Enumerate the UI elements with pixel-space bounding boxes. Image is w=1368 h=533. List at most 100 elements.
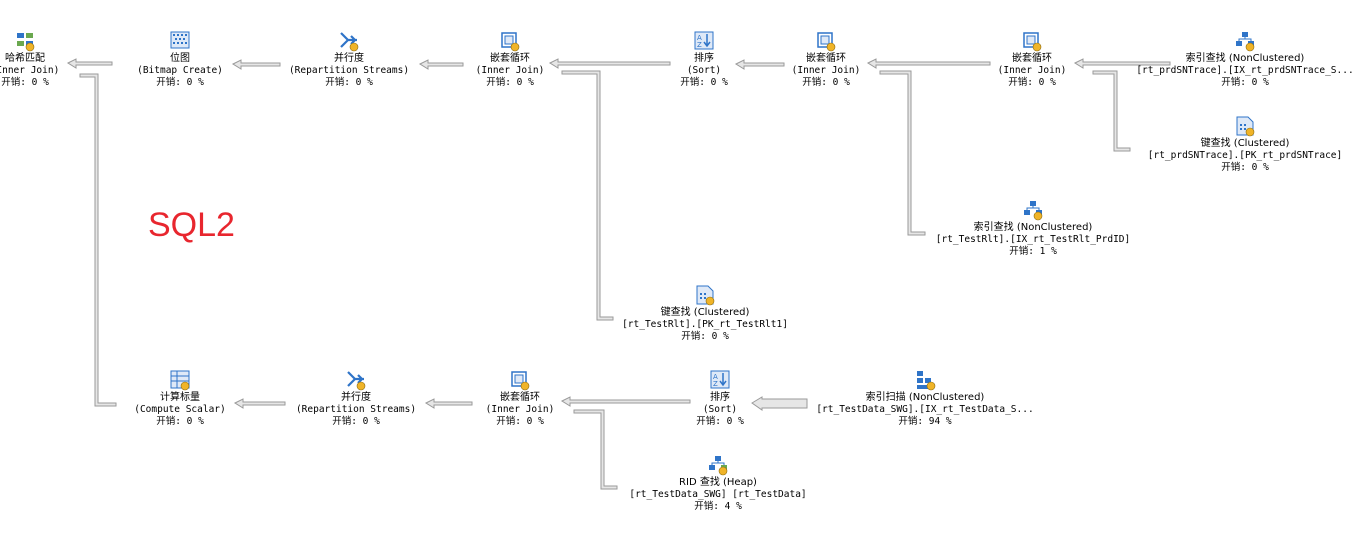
arrow-kl2-to-nl1 <box>561 70 614 321</box>
op-subtitle: [rt_prdSNTrace].[PK_rt_prdSNTrace] <box>1147 150 1343 161</box>
op-subtitle: (Repartition Streams) <box>295 404 417 415</box>
op-subtitle: [rt_TestRlt].[IX_rt_TestRlt_PrdID] <box>935 234 1131 245</box>
op-cost: 开销: 94 % <box>898 416 952 427</box>
op-subtitle: (Inner Join) <box>997 65 1067 76</box>
op-cost: 开销: 0 % <box>156 77 204 88</box>
sql-label: SQL2 <box>148 206 235 244</box>
op-title: 索引查找 (NonClustered) <box>1185 53 1305 64</box>
op-cost: 开销: 0 % <box>680 77 728 88</box>
index-seek-icon <box>1234 30 1256 52</box>
arrow-nl1-to-par1 <box>418 59 464 70</box>
svg-text:Z: Z <box>713 380 718 388</box>
op-hash-match[interactable]: 哈希匹配 (Inner Join) 开销: 0 % <box>0 30 140 89</box>
op-cost: 开销: 0 % <box>332 416 380 427</box>
arrow-scan1-to-sort2 <box>751 396 808 411</box>
op-cost: 开销: 0 % <box>1 77 49 88</box>
op-compute-scalar[interactable]: 计算标量 (Compute Scalar) 开销: 0 % <box>65 369 295 428</box>
svg-text:Z: Z <box>697 41 702 49</box>
svg-text:A: A <box>697 34 702 42</box>
arrow-sort1-to-nl1 <box>548 58 671 69</box>
op-subtitle: [rt_prdSNTrace].[IX_rt_prdSNTrace_S... <box>1136 65 1354 76</box>
op-title: 并行度 <box>341 392 371 403</box>
op-subtitle: (Repartition Streams) <box>288 65 410 76</box>
op-title: 嵌套循环 <box>806 53 846 64</box>
op-subtitle: (Inner Join) <box>0 65 60 76</box>
op-cost: 开销: 0 % <box>681 331 729 342</box>
arrow-par2-to-cs <box>233 398 286 409</box>
nested-loops-icon <box>1021 30 1043 52</box>
op-subtitle: (Inner Join) <box>791 65 861 76</box>
arrow-seek1-to-nl3 <box>1073 58 1171 69</box>
op-title: 索引查找 (NonClustered) <box>973 222 1093 233</box>
op-title: 哈希匹配 <box>5 53 45 64</box>
op-title: 计算标量 <box>160 392 200 403</box>
op-index-seek-2[interactable]: 索引查找 (NonClustered) [rt_TestRlt].[IX_rt_… <box>918 199 1148 258</box>
op-title: RID 查找 (Heap) <box>679 477 757 488</box>
op-index-seek-1[interactable]: 索引查找 (NonClustered) [rt_prdSNTrace].[IX_… <box>1130 30 1360 89</box>
op-nested-loops-2[interactable]: 嵌套循环 (Inner Join) 开销: 0 % <box>711 30 941 89</box>
key-lookup-icon <box>694 284 716 306</box>
arrow-seek2-to-nl2 <box>879 70 926 236</box>
op-cost: 开销: 0 % <box>1008 77 1056 88</box>
svg-text:A: A <box>713 373 718 381</box>
compute-scalar-icon <box>169 369 191 391</box>
op-cost: 开销: 0 % <box>486 77 534 88</box>
op-subtitle: (Bitmap Create) <box>137 65 223 76</box>
op-repartition-streams[interactable]: 并行度 (Repartition Streams) 开销: 0 % <box>234 30 464 89</box>
op-title: 排序 <box>710 392 730 403</box>
op-rid-lookup[interactable]: RID 查找 (Heap) [rt_TestData_SWG] [rt_Test… <box>603 454 833 513</box>
op-title: 键查找 (Clustered) <box>660 307 750 318</box>
nested-loops-icon <box>815 30 837 52</box>
arrow-nl3-to-nl2 <box>866 58 991 69</box>
op-title: 嵌套循环 <box>490 53 530 64</box>
op-subtitle: [rt_TestRlt].[PK_rt_TestRlt1] <box>622 319 788 330</box>
op-subtitle: (Inner Join) <box>485 404 555 415</box>
arrow-kl1-to-nl3 <box>1092 70 1131 152</box>
op-cost: 开销: 0 % <box>496 416 544 427</box>
op-nested-loops-4[interactable]: 嵌套循环 (Inner Join) 开销: 0 % <box>405 369 635 428</box>
arrow-nl4-to-par2 <box>424 398 473 409</box>
op-repartition-streams-2[interactable]: 并行度 (Repartition Streams) 开销: 0 % <box>241 369 471 428</box>
op-cost: 开销: 0 % <box>156 416 204 427</box>
op-cost: 开销: 0 % <box>325 77 373 88</box>
op-title: 索引扫描 (NonClustered) <box>865 392 985 403</box>
op-cost: 开销: 0 % <box>696 416 744 427</box>
op-title: 并行度 <box>334 53 364 64</box>
parallelism-icon <box>345 369 367 391</box>
op-nested-loops-1[interactable]: 嵌套循环 (Inner Join) 开销: 0 % <box>395 30 625 89</box>
arrow-bitmap-to-hash <box>66 58 113 69</box>
op-index-scan[interactable]: 索引扫描 (NonClustered) [rt_TestData_SWG].[I… <box>810 369 1040 428</box>
op-title: 键查找 (Clustered) <box>1200 138 1290 149</box>
op-cost: 开销: 4 % <box>694 501 742 512</box>
op-subtitle: [rt_TestData_SWG].[IX_rt_TestData_S... <box>816 404 1034 415</box>
op-cost: 开销: 1 % <box>1009 246 1057 257</box>
op-nested-loops-3[interactable]: 嵌套循环 (Inner Join) 开销: 0 % <box>917 30 1147 89</box>
arrow-nl2-to-sort1 <box>734 59 785 70</box>
op-key-lookup-2[interactable]: 键查找 (Clustered) [rt_TestRlt].[PK_rt_Test… <box>590 284 820 343</box>
op-cost: 开销: 0 % <box>802 77 850 88</box>
arrow-cs-to-hash <box>79 73 117 407</box>
op-subtitle: (Inner Join) <box>475 65 545 76</box>
arrow-par1-to-bitmap <box>231 59 281 70</box>
index-scan-icon <box>914 369 936 391</box>
op-subtitle: (Sort) <box>686 65 722 76</box>
arrow-rid-to-nl4 <box>573 409 618 490</box>
nested-loops-icon <box>509 369 531 391</box>
op-title: 嵌套循环 <box>500 392 540 403</box>
op-title: 位图 <box>170 53 190 64</box>
nested-loops-icon <box>499 30 521 52</box>
bitmap-icon <box>169 30 191 52</box>
op-bitmap-create[interactable]: 位图 (Bitmap Create) 开销: 0 % <box>65 30 295 89</box>
op-key-lookup-1[interactable]: 键查找 (Clustered) [rt_prdSNTrace].[PK_rt_p… <box>1130 115 1360 174</box>
index-seek-icon <box>1022 199 1044 221</box>
op-cost: 开销: 0 % <box>1221 162 1269 173</box>
rid-lookup-icon <box>707 454 729 476</box>
op-cost: 开销: 0 % <box>1221 77 1269 88</box>
hash-match-icon <box>14 30 36 52</box>
op-subtitle: [rt_TestData_SWG] [rt_TestData] <box>629 489 807 500</box>
